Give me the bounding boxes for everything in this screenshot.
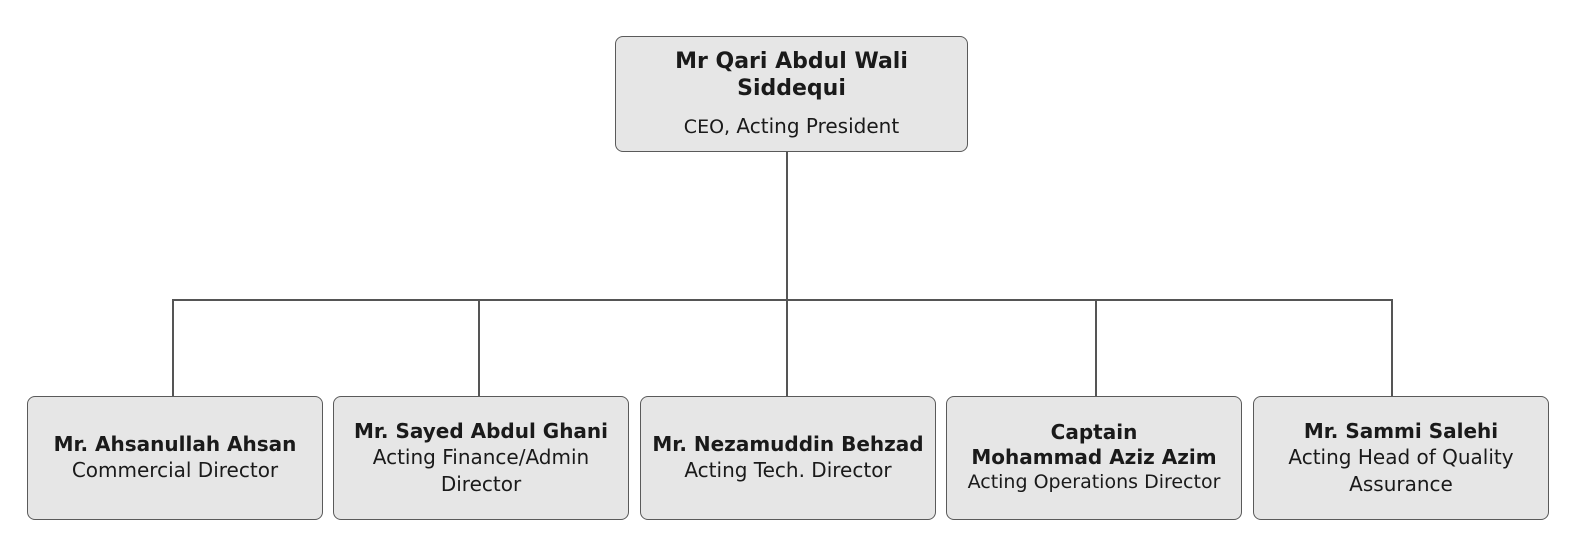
tech-director-role: Acting Tech. Director bbox=[684, 458, 892, 482]
finance-admin-director-role: Acting Finance/Admin Director bbox=[372, 444, 590, 496]
tech-director-node: Mr. Nezamuddin Behzad Acting Tech. Direc… bbox=[640, 396, 936, 520]
commercial-director-name: Mr. Ahsanullah Ahsan bbox=[53, 432, 297, 456]
operations-director-title: Captain bbox=[1050, 420, 1138, 445]
quality-assurance-head-node: Mr. Sammi Salehi Acting Head of Quality … bbox=[1253, 396, 1549, 520]
ceo-role-prefix: CEO, bbox=[683, 115, 731, 138]
finance-admin-director-node: Mr. Sayed Abdul Ghani Acting Finance/Adm… bbox=[333, 396, 629, 520]
ceo-name: Mr Qari Abdul Wali Siddequi bbox=[675, 48, 908, 102]
ceo-role: CEO, Acting President bbox=[684, 113, 899, 141]
ceo-role-rest: Acting President bbox=[730, 113, 900, 138]
commercial-director-role: Commercial Director bbox=[71, 458, 279, 482]
quality-assurance-head-role: Acting Head of Quality Assurance bbox=[1288, 444, 1514, 496]
operations-director-name: Mohammad Aziz Azim bbox=[971, 445, 1217, 470]
operations-director-role: Acting Operations Director bbox=[967, 471, 1221, 494]
tech-director-name: Mr. Nezamuddin Behzad bbox=[652, 432, 924, 456]
finance-admin-director-name: Mr. Sayed Abdul Ghani bbox=[353, 418, 609, 443]
operations-director-node: Captain Mohammad Aziz Azim Acting Operat… bbox=[946, 396, 1242, 520]
quality-assurance-head-name: Mr. Sammi Salehi bbox=[1303, 418, 1499, 443]
ceo-node: Mr Qari Abdul Wali Siddequi CEO, Acting … bbox=[615, 36, 968, 152]
commercial-director-node: Mr. Ahsanullah Ahsan Commercial Director bbox=[27, 396, 323, 520]
